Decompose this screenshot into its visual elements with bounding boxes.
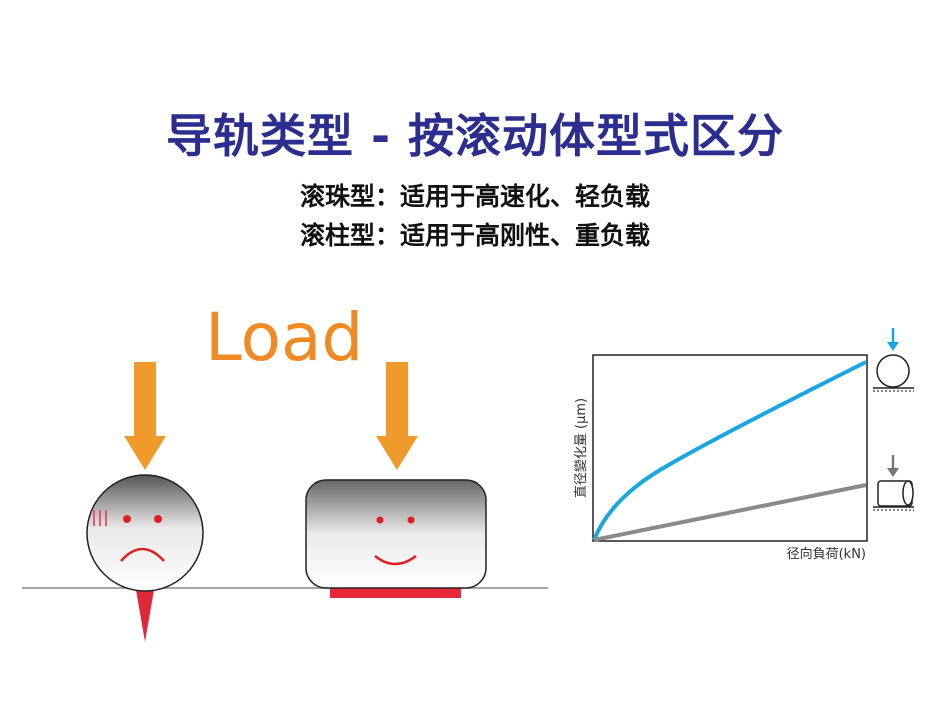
- point-contact-spike: [136, 590, 154, 642]
- deflection-chart: 直径變化量 (μm) 径向負荷(kN): [573, 354, 868, 562]
- load-arrow-right-icon: [376, 362, 418, 470]
- load-label: Load: [205, 299, 363, 376]
- chart-x-axis-label: 径向負荷(kN): [787, 546, 866, 562]
- subtitle-ball-type: 滚珠型：适用于高速化、轻负载: [299, 182, 650, 211]
- page-title: 导轨类型 - 按滚动体型式区分: [165, 109, 785, 163]
- ball-icon: [873, 328, 914, 392]
- series-roller-line: [593, 483, 867, 542]
- roller-face-illustration: [305, 479, 487, 598]
- chart-y-axis-label: 直径變化量 (μm): [573, 398, 589, 498]
- load-arrow-left-icon: [124, 362, 166, 470]
- series-ball-line: [592, 360, 867, 541]
- roller-icon: [873, 455, 914, 511]
- ball-face-illustration: [86, 474, 204, 642]
- subtitle-roller-type: 滚柱型：适用于高刚性、重负载: [299, 221, 650, 250]
